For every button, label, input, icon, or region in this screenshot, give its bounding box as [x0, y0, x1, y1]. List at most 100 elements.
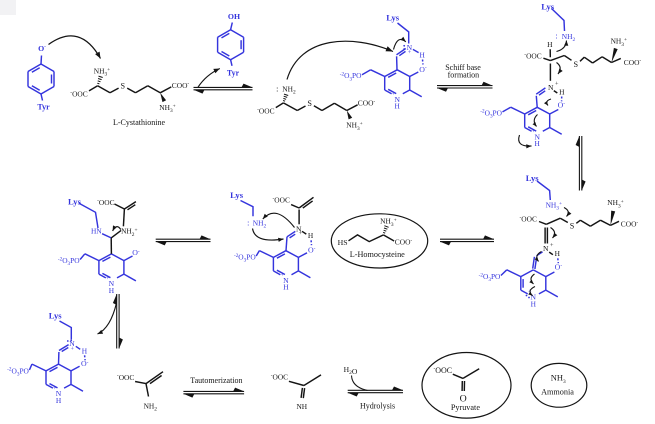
svg-text:N: N: [548, 83, 554, 92]
svg-text:NH2+: NH2+: [121, 227, 137, 238]
svg-text:S: S: [570, 222, 575, 231]
svg-text:H2O: H2O: [344, 365, 358, 376]
svg-text::: :: [276, 84, 278, 93]
svg-text:NH3+: NH3+: [94, 67, 110, 78]
svg-text:Hydrolysis: Hydrolysis: [360, 401, 395, 410]
svg-text:NH3+: NH3+: [546, 200, 562, 211]
svg-text:Lys: Lys: [68, 197, 82, 207]
svg-text:HS: HS: [338, 238, 348, 247]
svg-text:NH3+: NH3+: [607, 198, 623, 209]
svg-text:N: N: [407, 43, 413, 52]
svg-text:H: H: [308, 231, 314, 240]
svg-text:O-: O-: [308, 245, 316, 254]
svg-text:NH3+: NH3+: [611, 37, 627, 48]
svg-text:O-: O-: [555, 263, 563, 272]
svg-text:OH: OH: [228, 12, 240, 21]
svg-text:S: S: [307, 99, 312, 108]
svg-text:NH3: NH3: [551, 373, 566, 385]
svg-text:Tyr: Tyr: [227, 69, 240, 78]
svg-text:N: N: [56, 389, 62, 398]
svg-text:+: +: [106, 275, 110, 282]
svg-text:HN: HN: [91, 227, 102, 236]
svg-text:Ammonia: Ammonia: [541, 387, 574, 396]
svg-text:+: +: [53, 385, 57, 392]
svg-text:Lys: Lys: [386, 13, 400, 23]
svg-text:N: N: [69, 339, 75, 348]
svg-text:+: +: [70, 346, 74, 353]
svg-text:H: H: [82, 347, 88, 356]
svg-text:S: S: [574, 60, 579, 69]
svg-text:COO-: COO-: [172, 81, 190, 90]
svg-text:H: H: [56, 396, 62, 405]
svg-text:-OOC: -OOC: [117, 373, 134, 382]
svg-text:N: N: [283, 276, 289, 285]
svg-text:NH2: NH2: [562, 32, 576, 43]
svg-text:N: N: [296, 224, 302, 233]
svg-text::: :: [555, 32, 557, 41]
svg-text:NH2: NH2: [282, 84, 296, 95]
svg-text:-2O3PO: -2O3PO: [234, 252, 256, 263]
svg-text:-OOC: -OOC: [271, 373, 288, 382]
svg-text:O-: O-: [132, 248, 140, 257]
svg-text:O-: O-: [81, 359, 89, 368]
svg-text:N: N: [531, 293, 537, 302]
svg-text:COO-: COO-: [395, 238, 413, 247]
svg-text:H: H: [531, 300, 537, 309]
svg-text:O-: O-: [419, 65, 427, 74]
svg-text:NH: NH: [296, 402, 307, 411]
svg-text:H: H: [395, 102, 401, 111]
svg-text:L-Homocysteine: L-Homocysteine: [350, 250, 405, 259]
svg-text:Tautomerization: Tautomerization: [190, 376, 242, 385]
svg-text:-OOC: -OOC: [524, 52, 541, 61]
svg-text:N: N: [543, 244, 549, 253]
svg-text:+: +: [532, 128, 536, 135]
svg-text:-2O3PO: -2O3PO: [7, 366, 29, 377]
svg-text:+: +: [555, 80, 559, 87]
svg-text:-2O3PO: -2O3PO: [340, 71, 362, 82]
svg-text:NH3+: NH3+: [159, 103, 175, 114]
svg-text:S: S: [121, 82, 126, 91]
svg-text:+: +: [408, 49, 412, 56]
svg-text:H: H: [420, 51, 426, 60]
svg-text:-OOC: -OOC: [272, 195, 289, 204]
svg-text:+: +: [392, 91, 396, 98]
svg-text:N: N: [394, 95, 400, 104]
svg-text:H: H: [535, 139, 541, 148]
svg-text:-OOC: -OOC: [70, 89, 87, 98]
svg-text:L-Cystathionine: L-Cystathionine: [113, 118, 165, 127]
svg-text:NH3+: NH3+: [380, 217, 396, 228]
svg-text:Schiff base: Schiff base: [445, 63, 481, 72]
svg-text:H: H: [283, 283, 289, 292]
svg-text:NH2: NH2: [144, 401, 158, 412]
svg-text:Lys: Lys: [541, 1, 555, 11]
svg-text:H: H: [559, 88, 565, 97]
svg-text:Lys: Lys: [526, 173, 540, 183]
svg-text:-OOC: -OOC: [97, 198, 114, 207]
svg-text:H: H: [555, 249, 561, 258]
svg-text:NH3+: NH3+: [346, 121, 362, 132]
svg-text:H: H: [547, 40, 553, 49]
svg-text:formation: formation: [448, 71, 480, 80]
svg-text:+: +: [281, 272, 285, 279]
svg-text:O: O: [460, 394, 467, 405]
svg-text:-2O3PO: -2O3PO: [58, 256, 80, 267]
svg-text:N: N: [109, 279, 115, 288]
svg-text:O-: O-: [38, 44, 46, 53]
svg-text:-OOC: -OOC: [519, 215, 536, 224]
svg-text:-2O3PO: -2O3PO: [480, 108, 502, 119]
svg-text:-OOC: -OOC: [257, 106, 274, 115]
svg-text:Lys: Lys: [49, 311, 63, 321]
svg-text:+: +: [550, 242, 554, 249]
svg-text:NH2: NH2: [253, 218, 267, 229]
svg-text:-OOC: -OOC: [433, 366, 452, 375]
svg-text:Lys: Lys: [230, 190, 244, 200]
svg-text:-2O3PO: -2O3PO: [479, 272, 501, 283]
svg-text::: :: [247, 218, 249, 227]
svg-text:COO-: COO-: [624, 58, 642, 67]
svg-text:Pyruvate: Pyruvate: [451, 403, 480, 412]
svg-text:COO-: COO-: [621, 220, 639, 229]
svg-text:Tyr: Tyr: [37, 103, 50, 112]
svg-text:H: H: [109, 286, 115, 295]
svg-text:O-: O-: [558, 101, 566, 110]
svg-text:COO-: COO-: [358, 98, 376, 107]
